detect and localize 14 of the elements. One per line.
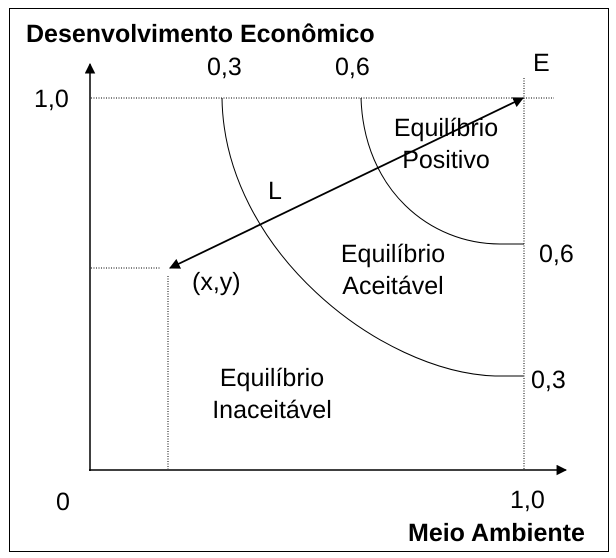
curve-value: 0,6 bbox=[539, 239, 575, 270]
region-label: Equilíbrio Aceitável bbox=[340, 239, 446, 302]
axis-tick-label: 1,0 bbox=[34, 84, 70, 115]
region-label: Equilíbrio Inaceitável bbox=[211, 363, 333, 426]
axis-tick-label: 0 bbox=[56, 487, 71, 518]
axis-tick-label: 1,0 bbox=[510, 485, 546, 516]
curve-value: 0,6 bbox=[335, 52, 371, 83]
axis-title: Meio Ambiente bbox=[408, 518, 586, 549]
curve-value: 0,3 bbox=[531, 365, 567, 396]
double-arrow bbox=[169, 97, 524, 269]
curve-value: 0,3 bbox=[207, 52, 243, 83]
point-label: E bbox=[533, 51, 553, 83]
axis-title: Desenvolvimento Econômico bbox=[26, 19, 376, 50]
point-label: (x,y) bbox=[192, 270, 250, 302]
